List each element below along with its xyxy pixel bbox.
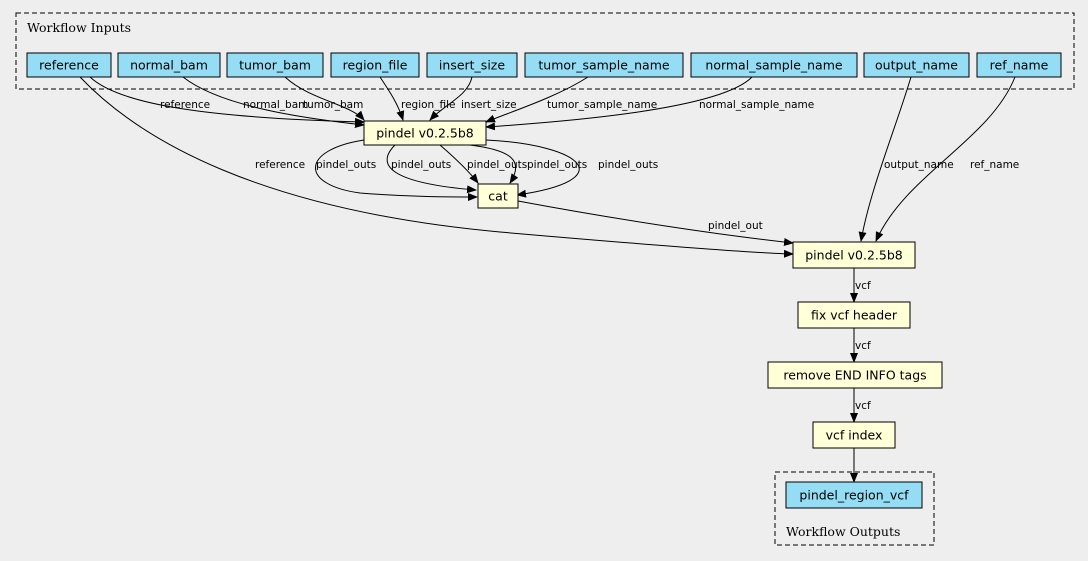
edge-label-tumor-sample-name: tumor_sample_name [547,99,657,111]
edge-label-normal-sample-name: normal_sample_name [699,99,814,111]
svg-text:ref_name: ref_name [990,58,1049,73]
node-output-name[interactable]: output_name [863,52,970,78]
edge-tumor-sample-name-pindel [485,76,589,123]
edge-label-pindel-out: pindel_out [708,220,763,232]
svg-text:vcf index: vcf index [826,428,883,443]
svg-text:fix vcf header: fix vcf header [811,308,898,323]
edge-label-pindel-outs-4: pindel_outs [527,159,587,171]
svg-text:pindel v0.2.5b8: pindel v0.2.5b8 [805,248,903,263]
workflow-outputs-label: Workflow Outputs [786,524,900,539]
svg-text:remove END INFO tags: remove END INFO tags [783,368,926,383]
edge-label-pindel-outs-5: pindel_outs [598,159,658,171]
svg-text:insert_size: insert_size [439,58,505,73]
edge-outs-3 [439,144,479,184]
svg-text:normal_sample_name: normal_sample_name [705,58,843,73]
edge-label-tumor-bam: tumor_bam [303,99,363,111]
node-region-file[interactable]: region_file [330,52,420,78]
edge-labels: reference normal_bam tumor_bam region_fi… [160,99,1019,412]
edge-normal-sample-name-pindel [485,76,753,131]
workflow-inputs-cluster: Workflow Inputs [15,12,1075,90]
edge-label-vcf-2: vcf [855,340,871,352]
svg-text:pindel_region_vcf: pindel_region_vcf [799,488,909,503]
edge-label-reference-2: reference [255,159,305,171]
workflow-inputs-label: Workflow Inputs [27,20,131,35]
svg-text:reference: reference [39,58,99,73]
edge-reference-pindel2vcf [79,76,794,258]
node-cat[interactable]: cat [477,183,519,209]
edge-label-pindel-outs-2: pindel_outs [391,159,451,171]
edge-tumor-bam-pindel [284,76,365,121]
svg-text:cat: cat [488,189,508,204]
node-insert-size[interactable]: insert_size [426,52,518,78]
edge-output-name-pindel2vcf [858,76,912,242]
edge-insert-size-pindel [429,76,473,121]
edge-cat-pindel2vcf [517,200,794,246]
edge-ref-name-pindel2vcf [875,76,1016,242]
edge-label-output-name: output_name [884,159,954,171]
node-remove-end-info-tags[interactable]: remove END INFO tags [767,361,943,389]
node-pindel2vcf[interactable]: pindel v0.2.5b8 [792,241,916,269]
edge-label-reference: reference [160,99,210,111]
node-tumor-bam[interactable]: tumor_bam [226,52,324,78]
node-ref-name[interactable]: ref_name [976,52,1062,78]
node-normal-sample-name[interactable]: normal_sample_name [690,52,858,78]
node-vcf-index[interactable]: vcf index [812,421,896,449]
svg-text:tumor_bam: tumor_bam [239,58,311,73]
node-pindel-region-vcf[interactable]: pindel_region_vcf [785,481,923,509]
node-reference[interactable]: reference [26,52,112,78]
workflow-outputs-cluster: Workflow Outputs [774,471,935,546]
edge-label-normal-bam: normal_bam [243,99,308,111]
edge-label-pindel-outs-3: pindel_outs [467,159,527,171]
svg-text:region_file: region_file [343,58,408,73]
edge-label-pindel-outs-1: pindel_outs [316,159,376,171]
edge-reference-pindel [89,76,365,126]
edge-outs-1 [315,139,478,201]
node-normal-bam[interactable]: normal_bam [117,52,221,78]
edge-region-file-pindel [379,76,405,121]
edge-label-vcf-1: vcf [855,280,871,292]
node-tumor-sample-name[interactable]: tumor_sample_name [524,52,684,78]
edge-label-insert-size: insert_size [461,99,517,111]
svg-text:tumor_sample_name: tumor_sample_name [538,58,669,73]
edge-label-vcf-3: vcf [855,400,871,412]
edge-normal-bam-pindel [182,76,365,128]
edge-label-ref-name: ref_name [970,159,1019,171]
svg-text:pindel v0.2.5b8: pindel v0.2.5b8 [376,126,474,141]
svg-text:normal_bam: normal_bam [130,58,208,73]
svg-text:output_name: output_name [875,58,958,73]
node-pindel[interactable]: pindel v0.2.5b8 [363,120,487,146]
edge-label-region-file: region_file [401,99,455,111]
edges [79,76,1016,483]
node-fix-vcf-header[interactable]: fix vcf header [797,301,911,329]
edge-outs-4 [469,144,519,184]
edge-outs-5 [485,139,580,198]
edge-outs-2 [386,144,477,194]
